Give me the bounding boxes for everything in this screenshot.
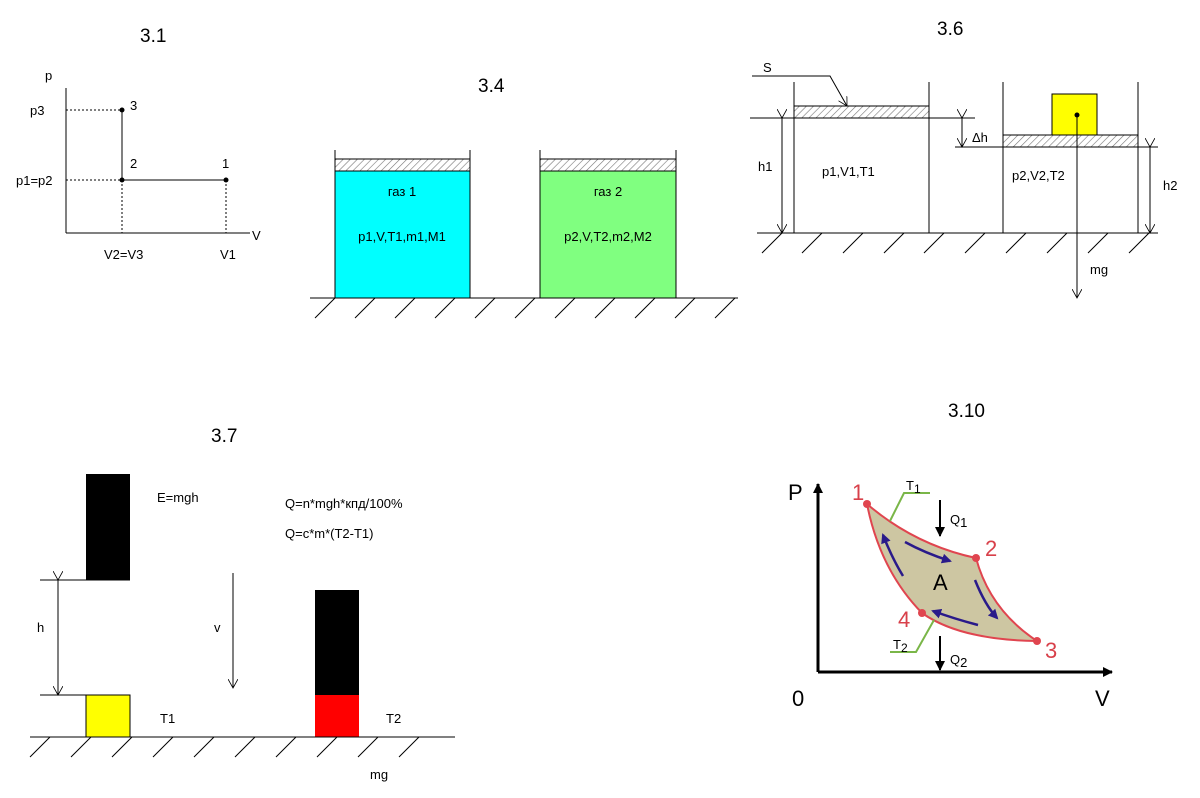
h2-label: h2 <box>1163 178 1177 193</box>
t2-label: T2 <box>386 711 401 726</box>
v-axis-label: V <box>1095 686 1110 711</box>
vessel-2-piston <box>539 158 677 172</box>
point-1 <box>223 177 229 183</box>
figure-title: 3.7 <box>211 426 237 447</box>
point-1-label: 1 <box>852 480 864 505</box>
s-leader <box>752 75 848 106</box>
p12-label: p1=p2 <box>16 173 53 188</box>
origin-label: 0 <box>792 686 804 711</box>
mg-label: mg <box>1090 262 1108 277</box>
heat-formula-1: Q=n*mgh*кпд/100% <box>285 496 403 511</box>
cycle-points <box>863 500 1041 645</box>
vessel-1-params: p1,V,T1,m1,M1 <box>358 229 446 244</box>
body-upper <box>315 590 359 695</box>
vessel-2-params: p2,V,T2,m2,M2 <box>564 229 652 244</box>
vessel-2-name: газ 2 <box>594 184 622 199</box>
q2-label: Q2 <box>950 652 967 670</box>
body-hot <box>315 695 359 737</box>
figure-3-4-two-vessels: 3.4 газ 1 p1,V,T1,m1,M1 газ 2 p2,V,T2,m2… <box>310 76 738 319</box>
point-3 <box>119 107 125 113</box>
vessel-2-gas <box>539 170 677 299</box>
ground-hatch <box>761 232 1150 254</box>
v-label: v <box>214 620 221 635</box>
h1-label: h1 <box>758 159 772 174</box>
vessel-1-name: газ 1 <box>388 184 416 199</box>
p3-label: p3 <box>30 103 44 118</box>
mg-label: mg <box>370 767 388 782</box>
isotherm-t2-leader <box>890 619 935 653</box>
point-1-label: 1 <box>222 156 229 171</box>
figure-title: 3.6 <box>937 19 963 40</box>
state-2-label: p2,V2,T2 <box>1012 168 1065 183</box>
figure-3-6-piston-weight: 3.6 S h1 p1,V1,T1 Δh mg p2,V2,T2 h2 <box>750 19 1177 298</box>
piston-1 <box>793 105 930 119</box>
ground-hatch <box>314 297 736 319</box>
p-axis-label: P <box>788 480 803 505</box>
vessel-1-piston <box>334 158 471 172</box>
figure-title: 3.1 <box>140 26 166 47</box>
t1-label: T1 <box>906 478 921 496</box>
projection-lines <box>66 109 227 233</box>
t1-label: T1 <box>160 711 175 726</box>
body-top <box>86 474 130 580</box>
h-label: h <box>37 620 44 635</box>
isotherm-t1-leader <box>889 492 930 522</box>
figure-3-1-pv-diagram: 3.1 p V p3 p1=p2 V2=V3 V1 3 2 1 <box>16 26 261 262</box>
v-label: V <box>252 228 261 243</box>
energy-label: E=mgh <box>157 490 199 505</box>
s-label: S <box>763 60 772 75</box>
point-4-label: 4 <box>898 607 910 632</box>
heat-formula-2: Q=c*m*(T2-T1) <box>285 526 373 541</box>
v1-label: V1 <box>220 247 236 262</box>
weight-block <box>1051 93 1098 136</box>
v23-label: V2=V3 <box>104 247 143 262</box>
piston-2 <box>1002 134 1139 148</box>
cycle-direction-arrows <box>881 533 999 627</box>
point-2-label: 2 <box>985 536 997 561</box>
point-3-label: 3 <box>130 98 137 113</box>
point-2 <box>119 177 125 183</box>
p-label: p <box>45 68 52 83</box>
point-2-label: 2 <box>130 156 137 171</box>
ground-hatch <box>29 736 420 758</box>
state-1-label: p1,V1,T1 <box>822 164 875 179</box>
figure-title: 3.4 <box>478 76 505 97</box>
figure-title: 3.10 <box>948 401 985 422</box>
work-area-label: A <box>933 570 948 595</box>
dh-label: Δh <box>972 130 988 145</box>
t2-label: T2 <box>893 637 908 655</box>
body-cold <box>85 694 131 738</box>
q1-label: Q1 <box>950 512 967 530</box>
point-3-label: 3 <box>1045 638 1057 663</box>
figure-3-10-carnot-cycle: 3.10 P V 0 1 2 3 4 A T1 T2 Q1 Q2 <box>788 401 1113 711</box>
figure-3-7-falling-body: 3.7 E=mgh Q=n*mgh*кпд/100% Q=c*m*(T2-T1)… <box>29 426 455 782</box>
